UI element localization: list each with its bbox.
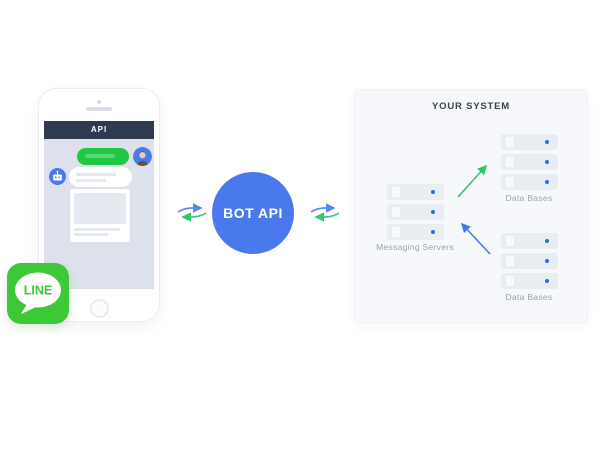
bot-message-card [70,189,130,242]
bot-message-text-placeholder [76,179,106,182]
line-logo-label: LINE [24,284,52,298]
server-drive-slot-icon [392,207,400,217]
databases-top-stack [501,134,558,190]
your-system-title: YOUR SYSTEM [432,101,510,112]
your-system-panel: YOUR SYSTEM Messaging Servers [354,89,588,323]
card-text-placeholder [74,233,108,236]
server-drive-slot-icon [506,256,514,266]
bot-avatar [49,168,66,185]
server-drive-slot-icon [392,227,400,237]
messaging-servers-stack [387,184,444,240]
home-button-icon [90,299,109,318]
server-item [387,204,444,220]
server-led-icon [545,239,549,243]
server-drive-slot-icon [506,177,514,187]
bot-message-bubble [69,167,132,187]
card-text-placeholder [74,228,120,231]
user-message-text-placeholder [85,154,115,158]
server-led-icon [431,190,435,194]
server-led-icon [545,259,549,263]
server-item [501,174,558,190]
messaging-servers-label: Messaging Servers [376,242,454,252]
speaker-slot-icon [86,107,112,111]
user-avatar [133,147,152,166]
databases-bottom-stack [501,233,558,289]
server-drive-slot-icon [506,276,514,286]
smartphone-mockup: API [38,88,160,322]
server-item [501,134,558,150]
server-item [387,224,444,240]
server-led-icon [545,160,549,164]
server-item [501,233,558,249]
user-message-bubble [77,148,129,165]
chat-header-title: API [90,125,108,134]
server-item [501,154,558,170]
exchange-left-right-arrow-icon [177,203,203,213]
exchange-left-left-arrow-icon [181,212,207,222]
person-icon [133,147,152,166]
server-led-icon [545,180,549,184]
front-camera-dot-icon [97,100,101,104]
bot-message-text-placeholder [76,173,116,176]
bot-api-label: BOT API [223,205,283,221]
line-app-logo: LINE [7,263,69,324]
chat-screen [44,139,154,289]
robot-icon [53,170,62,181]
bot-api-node: BOT API [212,172,294,254]
line-speech-bubble-icon: LINE [15,272,61,314]
server-led-icon [431,210,435,214]
exchange-right-left-arrow-icon [314,212,340,222]
card-image-placeholder [74,193,126,224]
server-led-icon [545,279,549,283]
server-led-icon [545,140,549,144]
exchange-right-right-arrow-icon [310,203,336,213]
server-led-icon [431,230,435,234]
server-drive-slot-icon [506,236,514,246]
databases-top-label: Data Bases [505,193,553,203]
server-drive-slot-icon [506,137,514,147]
server-item [501,273,558,289]
server-drive-slot-icon [506,157,514,167]
databases-bottom-label: Data Bases [505,292,553,302]
server-drive-slot-icon [392,187,400,197]
server-item [501,253,558,269]
chat-header: API [44,121,154,139]
server-item [387,184,444,200]
